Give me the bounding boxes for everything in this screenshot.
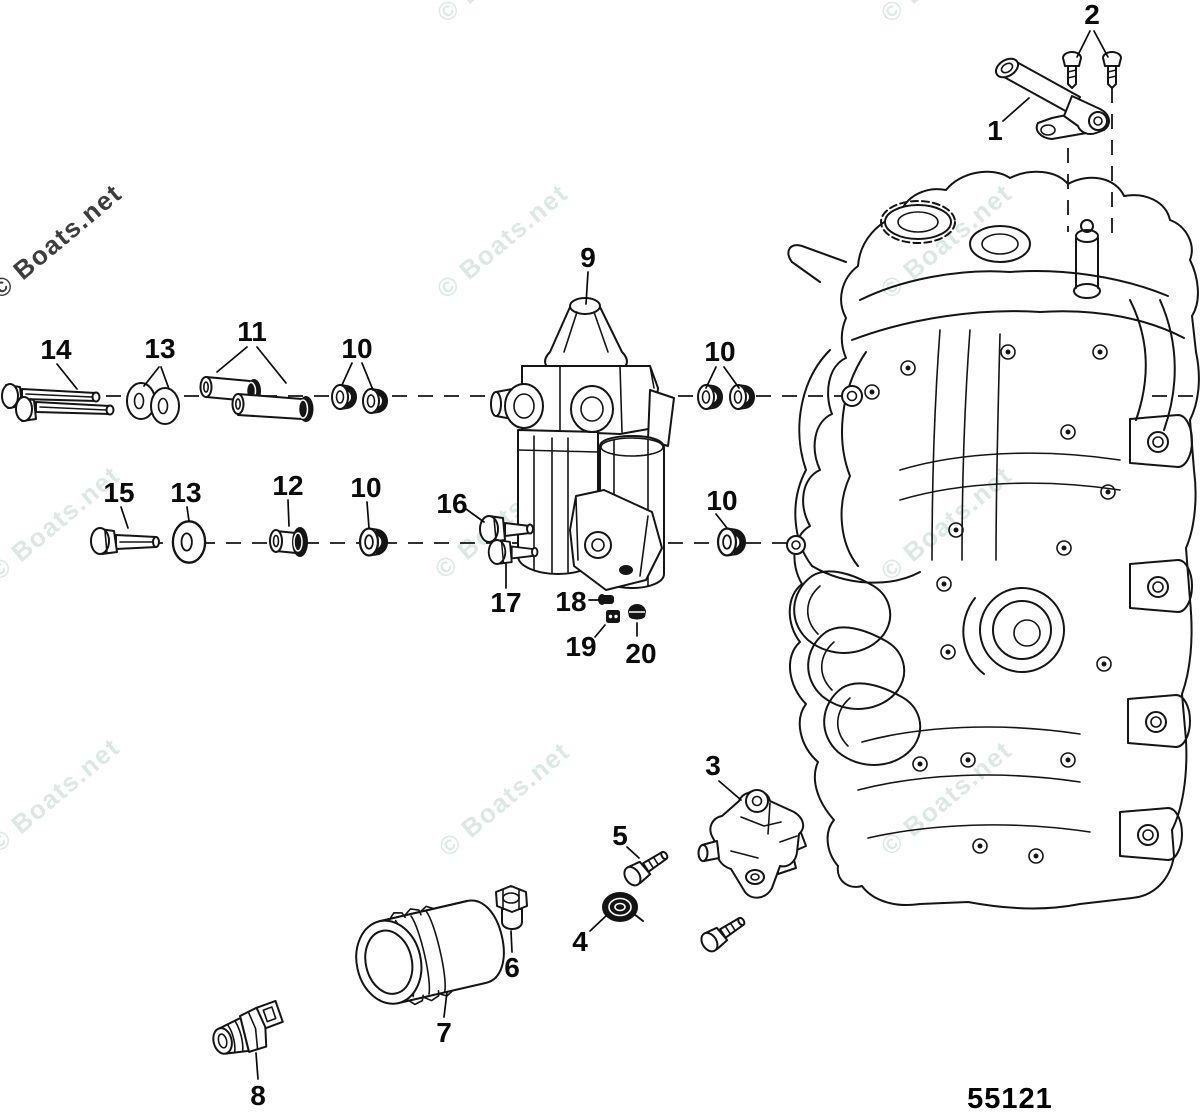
callout-6: 6 xyxy=(504,952,520,983)
part-1-drawing xyxy=(994,57,1110,140)
callout-labels: 1 2 3 4 5 6 7 8 9 10 10 10 10 11 12 13 1… xyxy=(40,0,1099,1111)
part-10-drawing-d xyxy=(716,527,747,557)
watermark-text: © Boats.net xyxy=(0,178,128,305)
watermark-text: © Boats.net xyxy=(0,732,126,859)
part-13-lower-drawing xyxy=(171,520,207,564)
watermark-text: © Boats.net xyxy=(431,0,574,28)
callout-11: 11 xyxy=(237,316,267,347)
part-19-drawing xyxy=(606,610,620,623)
callout-13-upper: 13 xyxy=(144,333,175,364)
watermark-text: © Boats.net xyxy=(875,735,1018,862)
part-2-drawing-b xyxy=(1102,51,1122,89)
starter-motor-drawing xyxy=(490,297,675,591)
callout-9: 9 xyxy=(580,242,596,273)
part-14-drawing xyxy=(1,383,115,422)
watermark-layer: © Boats.net © Boats.net © Boats.net © Bo… xyxy=(0,0,1018,862)
callout-5: 5 xyxy=(612,820,628,851)
callout-15: 15 xyxy=(103,477,134,508)
leader-10d xyxy=(715,513,728,529)
callout-12: 12 xyxy=(272,470,303,501)
callout-19: 19 xyxy=(565,631,596,662)
part-4-drawing xyxy=(602,892,644,922)
callout-13-lower: 13 xyxy=(170,477,201,508)
part-10-drawing-a2 xyxy=(362,388,388,414)
drawing-number: 55121 xyxy=(967,1083,1053,1115)
part-10-drawing-c xyxy=(358,527,389,557)
callout-14: 14 xyxy=(40,334,72,365)
callout-7: 7 xyxy=(436,1017,452,1048)
callout-16: 16 xyxy=(436,488,467,519)
part-8-drawing xyxy=(212,999,284,1055)
part-6-drawing xyxy=(495,885,528,930)
callout-18: 18 xyxy=(555,586,586,617)
part-18-drawing xyxy=(598,594,614,605)
part-10-drawing-b2 xyxy=(729,384,755,410)
callout-2: 2 xyxy=(1084,0,1100,30)
part-5-drawing xyxy=(620,844,673,890)
watermark-text: © Boats.net xyxy=(433,736,576,863)
part-10-drawing-a xyxy=(331,384,357,410)
watermark-text: © Boats.net xyxy=(875,0,1018,28)
callout-4: 4 xyxy=(572,926,588,957)
leader-lines xyxy=(56,30,1109,1080)
callout-10-a: 10 xyxy=(341,333,372,364)
callout-3: 3 xyxy=(705,750,721,781)
part-11-drawing xyxy=(199,376,314,422)
oil-filter-drawing xyxy=(355,899,505,1006)
part-13-upper-drawing xyxy=(126,382,180,425)
watermark-text: © Boats.net xyxy=(431,178,574,305)
part-15-drawing xyxy=(90,527,160,555)
callout-10-b: 10 xyxy=(704,336,735,367)
part-3-drawing xyxy=(697,789,805,899)
callout-1: 1 xyxy=(987,115,1003,146)
engine-block-drawing xyxy=(771,170,1200,910)
callout-10-c: 10 xyxy=(350,472,381,503)
callout-17: 17 xyxy=(490,587,521,618)
part-20-drawing xyxy=(628,604,646,620)
callout-20: 20 xyxy=(625,638,656,669)
callout-10-d: 10 xyxy=(706,485,737,516)
part-2-drawing-a xyxy=(1062,51,1082,89)
bolt-bosses xyxy=(864,344,1116,864)
part-10-drawing-b xyxy=(697,384,723,410)
bracket-screw-drawing xyxy=(697,910,750,956)
part-12-drawing xyxy=(269,527,308,557)
callout-8: 8 xyxy=(250,1080,266,1111)
